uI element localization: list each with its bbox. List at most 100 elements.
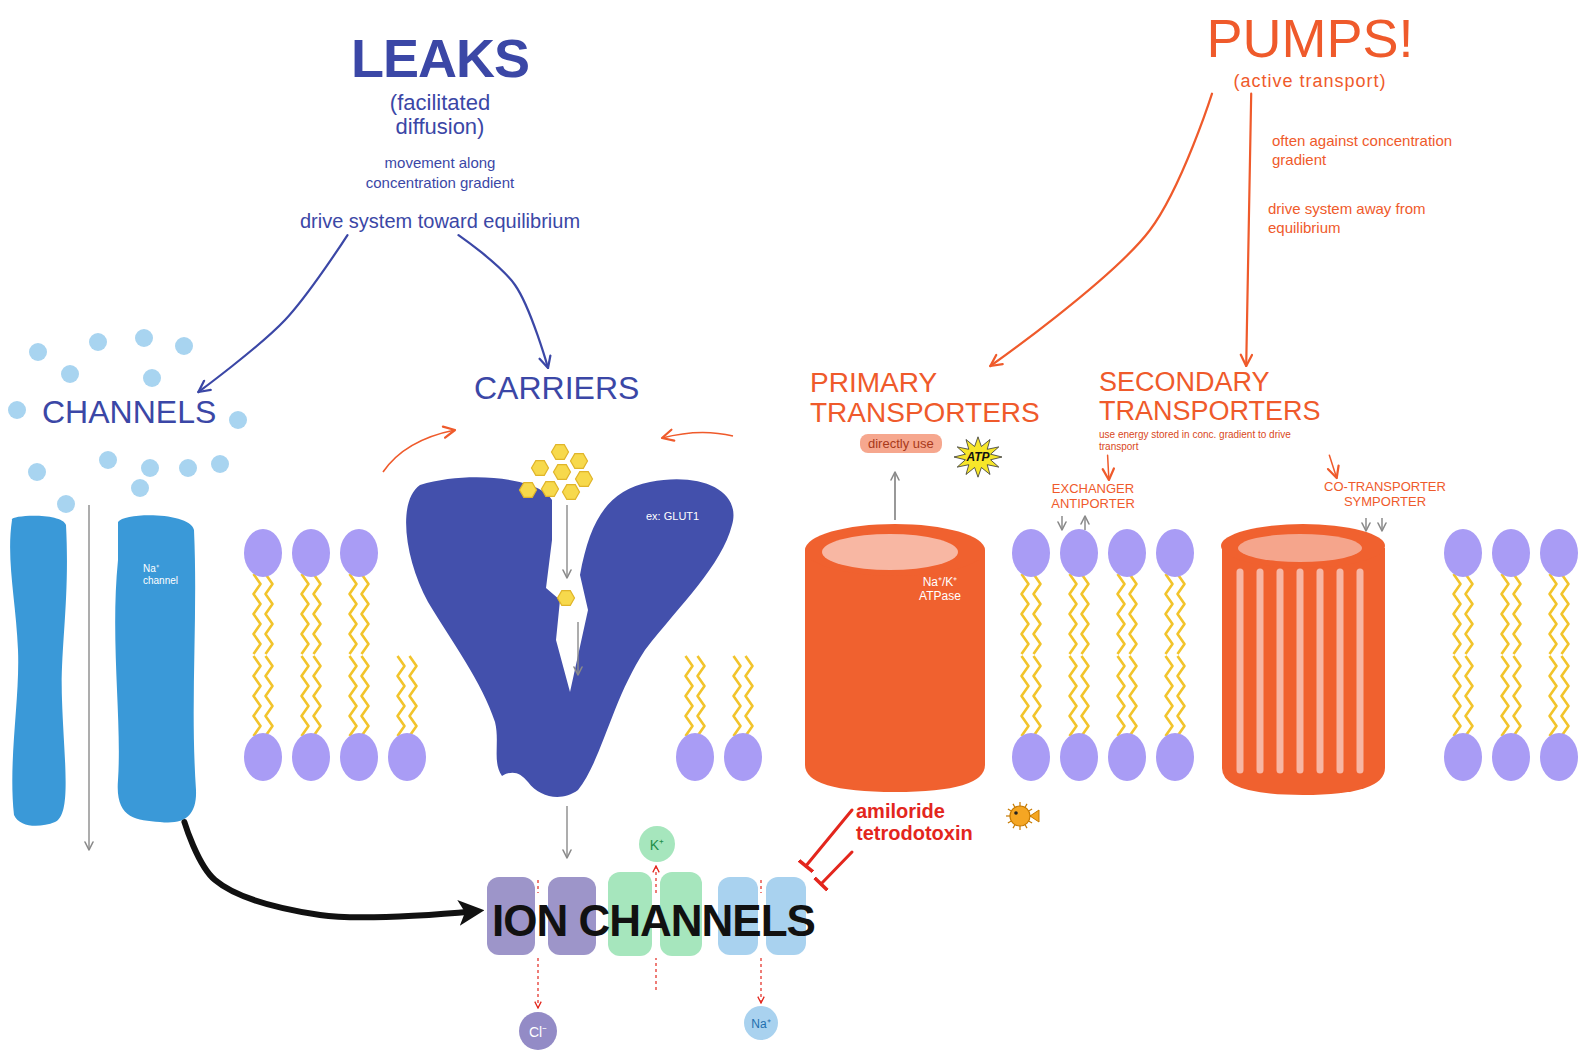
glucose-molecule: [571, 454, 588, 469]
lipid-tail: [1178, 656, 1185, 736]
pump-cylinder-top: [805, 524, 985, 576]
transporter-opening: [1238, 534, 1362, 562]
lipid-tail: [1034, 574, 1041, 654]
connector-arrow: [459, 235, 549, 368]
lipid-tail: [1562, 656, 1569, 736]
note-text: use energy stored in conc. gradient to d…: [1099, 429, 1327, 453]
lipid-head: [1060, 733, 1098, 781]
diffusing-particle: [89, 333, 107, 351]
connector-group: [184, 94, 1336, 918]
diffusing-particle: [131, 479, 149, 497]
lipid-tail: [1070, 656, 1077, 736]
lipid-head: [1492, 733, 1530, 781]
lipid-tail: [1070, 574, 1077, 654]
lipid-head: [1444, 529, 1482, 577]
lipid-tail: [1550, 574, 1557, 654]
stripe: [1237, 572, 1244, 770]
channel-protein: Na⁺ channel: [113, 517, 197, 822]
lipid-tail: [362, 574, 369, 654]
heading-text: PRIMARY TRANSPORTERS: [810, 368, 1058, 428]
lipid-tail: [350, 656, 357, 736]
heading-text: ION CHANNELS: [492, 896, 815, 947]
fish-tail: [1030, 810, 1039, 822]
pump-opening: [822, 534, 958, 570]
transporter-cylinder-top: [1221, 524, 1385, 568]
protein-name: Na⁺ channel: [143, 563, 193, 587]
pointer-arrow: [383, 430, 455, 472]
lipid-tail: [1178, 574, 1185, 654]
protein-name: ex: GLUT1: [646, 510, 740, 522]
glucose-molecule: [558, 591, 575, 606]
stripe: [1277, 572, 1284, 770]
category-heading: LEAKS(facilitated diffusion)movement alo…: [255, 28, 625, 235]
glucose-molecule: [576, 472, 593, 487]
channel-protein: [10, 516, 67, 826]
lipid-tail: [686, 656, 693, 736]
lipid-head: [1060, 529, 1098, 577]
diffusing-particle: [135, 329, 153, 347]
flow-arrow: [1365, 518, 1366, 531]
glucose-molecule: [563, 485, 580, 500]
heading-text: CARRIERS: [474, 370, 639, 407]
lipid-tail: [362, 656, 369, 736]
diffusing-particle: [61, 365, 79, 383]
heading-text: PUMPS!: [1174, 10, 1446, 67]
lipid-head: [1540, 733, 1578, 781]
flow-arrow: [88, 505, 89, 850]
lipid-head: [1156, 529, 1194, 577]
lipid-tail: [1502, 574, 1509, 654]
category-heading: PUMPS!(active transport): [1170, 8, 1450, 94]
inhibitor-label: amiloride tetrodotoxin: [852, 798, 1004, 846]
heading-text: CHANNELS: [42, 394, 216, 431]
lipid-tail: [1082, 574, 1089, 654]
type-heading: CHANNELS: [38, 392, 220, 433]
lipid-tail: [1502, 656, 1509, 736]
stripe: [1357, 572, 1364, 770]
lipid-tail: [1022, 656, 1029, 736]
flow-arrow: [566, 505, 567, 578]
lipid-head: [1012, 529, 1050, 577]
connector-arrow: [990, 94, 1212, 366]
stripe: [1257, 572, 1264, 770]
ion-symbol: Na⁺: [751, 1015, 770, 1032]
ion-channel-group: ION CHANNELS: [482, 866, 823, 957]
lipid-tail: [746, 656, 753, 736]
lipid-tail: [1562, 574, 1569, 654]
flow-arrow: [1061, 516, 1062, 530]
diffusing-particle: [29, 343, 47, 361]
lipid-head: [1156, 733, 1194, 781]
ion-circle: K⁺: [639, 826, 675, 862]
lipid-tail: [302, 574, 309, 654]
lipid-tail: [350, 574, 357, 654]
lipid-tail: [1130, 656, 1137, 736]
lipid-tail: [302, 656, 309, 736]
pufferfish-icon: [1006, 802, 1039, 830]
lipid-tail: [254, 656, 261, 736]
lipid-head: [676, 733, 714, 781]
starburst-shape: [954, 437, 1002, 477]
flow-arrow: [1084, 516, 1085, 530]
lipid-tail: [1454, 574, 1461, 654]
note-text: drive system away from equilibrium: [1268, 200, 1473, 238]
diffusing-particle: [229, 411, 247, 429]
inhibition-line: [821, 852, 852, 884]
channel-protein: [115, 515, 196, 822]
lipid-tail: [314, 656, 321, 736]
protein-name: Na⁺/K⁺ ATPase: [907, 575, 973, 604]
note-text: movement along concentration gradient: [345, 153, 535, 192]
lipid-tail: [1118, 574, 1125, 654]
flow-arrow: [1381, 518, 1382, 531]
lipid-head: [388, 733, 426, 781]
lipid-head: [340, 529, 378, 577]
pump-cylinder: [805, 550, 985, 792]
diffusing-particle: [28, 463, 46, 481]
diffusing-particle: [8, 401, 26, 419]
ion-circle: Na⁺: [744, 1006, 778, 1040]
lipid-head: [724, 733, 762, 781]
diffusing-particle: [179, 459, 197, 477]
lipid-tail: [734, 656, 741, 736]
lipid-tail: [1454, 656, 1461, 736]
flow-arrow: [577, 622, 578, 675]
lipid-tail: [398, 656, 405, 736]
